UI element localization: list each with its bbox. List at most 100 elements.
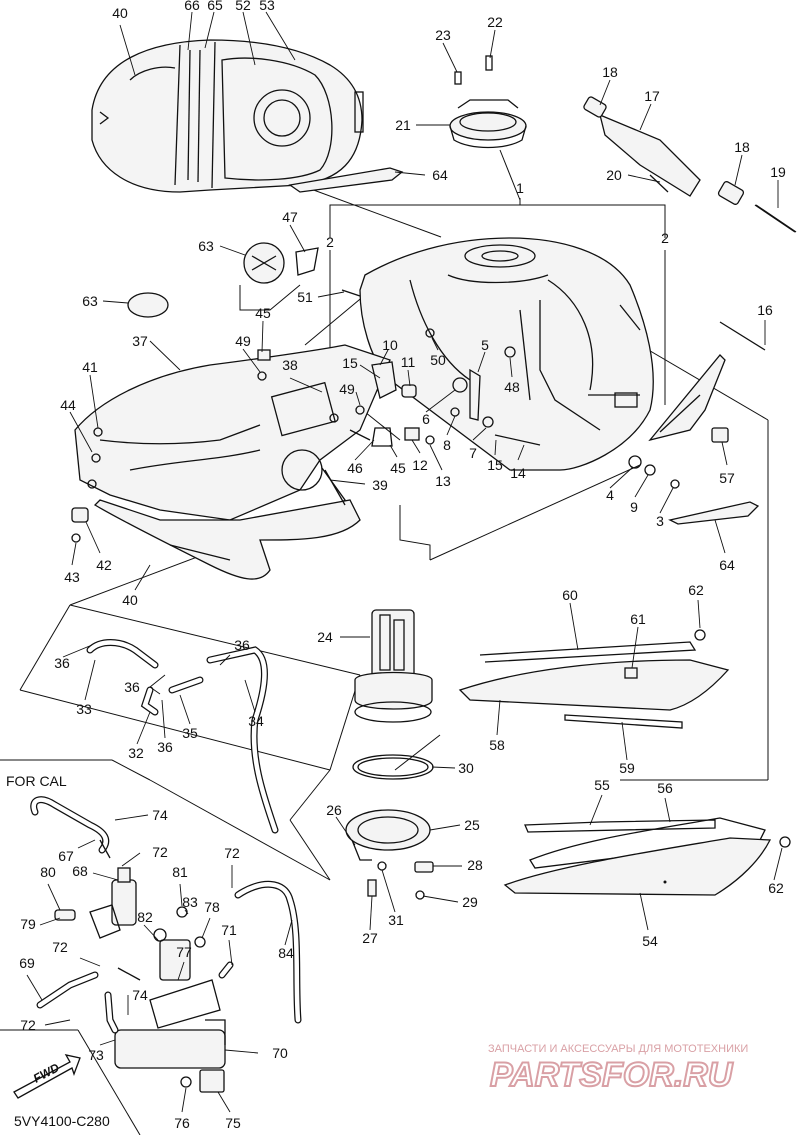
- callout-23: 23: [435, 27, 451, 43]
- callout-63a: 63: [198, 238, 214, 254]
- callout-37: 37: [132, 333, 148, 349]
- emblems: [127, 242, 285, 318]
- fuel-pump: [345, 609, 434, 900]
- callout-50: 50: [430, 352, 446, 368]
- tank-cover-top-view: [91, 39, 364, 193]
- callout-63b: 63: [82, 293, 98, 309]
- callout-44: 44: [60, 397, 76, 413]
- callout-64b: 64: [719, 557, 735, 573]
- callout-21: 21: [395, 117, 411, 133]
- fuel-tank: [359, 237, 654, 471]
- callout-79: 79: [20, 916, 36, 932]
- callout-42: 42: [96, 557, 112, 573]
- callout-58: 58: [489, 737, 505, 753]
- callout-6: 6: [422, 411, 430, 427]
- evap-canister-assembly: [30, 796, 302, 1093]
- section-label: FOR CAL: [6, 773, 67, 789]
- trim-strips: [288, 167, 760, 525]
- callout-60: 60: [562, 587, 578, 603]
- callout-1: 1: [516, 180, 524, 196]
- watermark-brand: PARTSFOR.RU: [490, 1056, 734, 1094]
- callout-51: 51: [297, 289, 313, 305]
- callout-62b: 62: [768, 880, 784, 896]
- callout-74b: 74: [132, 987, 148, 1003]
- callout-12: 12: [412, 457, 428, 473]
- callout-30: 30: [458, 760, 474, 776]
- callout-numbers: 40 66 65 52 53 23 22 21 18 17 18 20 19 6…: [19, 0, 786, 1131]
- callout-76: 76: [174, 1115, 190, 1131]
- callout-77: 77: [176, 944, 192, 960]
- callout-11: 11: [401, 354, 416, 370]
- callout-54: 54: [642, 933, 658, 949]
- callout-38: 38: [282, 357, 298, 373]
- fuel-cap: [449, 55, 527, 149]
- callout-28: 28: [467, 857, 483, 873]
- callout-70: 70: [272, 1045, 288, 1061]
- diagram-code: 5VY4100-C280: [14, 1113, 110, 1129]
- callout-36d: 36: [157, 739, 173, 755]
- callout-24: 24: [317, 629, 333, 645]
- callout-4: 4: [606, 487, 614, 503]
- callout-2b: 2: [661, 230, 669, 246]
- callout-72b: 72: [224, 845, 240, 861]
- callout-35: 35: [182, 725, 198, 741]
- callout-40: 40: [112, 5, 128, 21]
- callout-72a: 72: [152, 844, 168, 860]
- callout-84: 84: [278, 945, 294, 961]
- callout-5: 5: [481, 337, 489, 353]
- side-cover-left: [74, 344, 391, 580]
- tank-mount-bracket: [583, 96, 797, 233]
- callout-68: 68: [72, 863, 88, 879]
- callout-34: 34: [248, 713, 264, 729]
- callout-26: 26: [326, 802, 342, 818]
- hoses-center: [86, 639, 279, 834]
- callout-46: 46: [347, 460, 363, 476]
- callout-49b: 49: [339, 381, 355, 397]
- callout-14: 14: [510, 465, 526, 481]
- fwd-arrow: FWD: [13, 1054, 81, 1099]
- callout-49a: 49: [235, 333, 251, 349]
- callout-52: 52: [235, 0, 251, 13]
- callout-67: 67: [58, 848, 74, 864]
- callout-83: 83: [182, 894, 198, 910]
- callout-2a: 2: [326, 234, 334, 250]
- callout-62a: 62: [688, 582, 704, 598]
- callout-31: 31: [388, 912, 404, 928]
- callout-39: 39: [372, 477, 388, 493]
- callout-29: 29: [462, 894, 478, 910]
- callout-17: 17: [644, 88, 660, 104]
- callout-48: 48: [504, 379, 520, 395]
- side-panels-right: [458, 641, 772, 896]
- callout-57: 57: [719, 470, 735, 486]
- callout-82: 82: [137, 909, 153, 925]
- watermark: ЗАПЧАСТИ И АКСЕССУАРЫ ДЛЯ МОТОТЕХНИКИ PA…: [488, 1043, 748, 1095]
- callout-10: 10: [382, 337, 398, 353]
- callout-22: 22: [487, 14, 503, 30]
- callout-33: 33: [76, 701, 92, 717]
- callout-69: 69: [19, 955, 35, 971]
- callout-15b: 15: [487, 457, 503, 473]
- callout-66: 66: [184, 0, 200, 13]
- callout-71: 71: [221, 922, 237, 938]
- callout-25: 25: [464, 817, 480, 833]
- callout-32: 32: [128, 745, 144, 761]
- callout-36c: 36: [124, 679, 140, 695]
- callout-74a: 74: [152, 807, 168, 823]
- callout-72d: 72: [20, 1017, 36, 1033]
- callout-55: 55: [594, 777, 610, 793]
- callout-75: 75: [225, 1115, 241, 1131]
- callout-47: 47: [282, 209, 298, 225]
- callout-65: 65: [207, 0, 223, 13]
- callout-56: 56: [657, 780, 673, 796]
- callout-19: 19: [770, 164, 786, 180]
- callout-20: 20: [606, 167, 622, 183]
- callout-59: 59: [619, 760, 635, 776]
- callout-18b: 18: [734, 139, 750, 155]
- callout-41: 41: [82, 359, 98, 375]
- watermark-tagline: ЗАПЧАСТИ И АКСЕССУАРЫ ДЛЯ МОТОТЕХНИКИ: [488, 1043, 748, 1055]
- callout-72c: 72: [52, 939, 68, 955]
- side-panel-right-small: [648, 354, 726, 442]
- leader-lines: [26, 11, 783, 1113]
- callout-13: 13: [435, 473, 451, 489]
- callout-7: 7: [469, 445, 477, 461]
